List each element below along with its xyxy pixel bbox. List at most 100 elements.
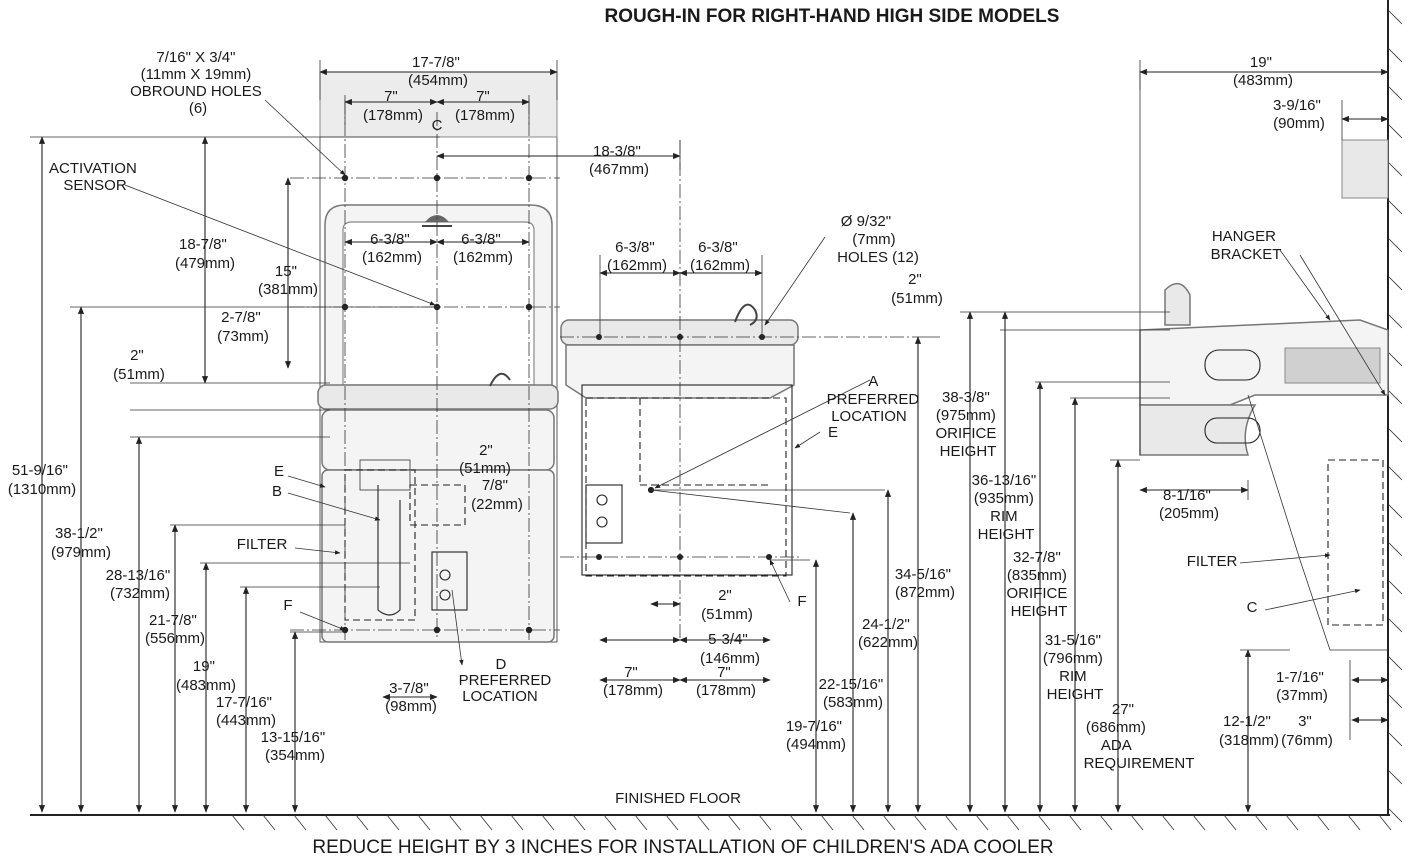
hole-mark xyxy=(525,174,533,182)
dim-7-right: 7" (178mm) xyxy=(455,88,515,124)
floor-hatch-mark xyxy=(1285,814,1299,831)
wall-hatch-mark xyxy=(1387,275,1403,291)
dim-6-3-8-front-left: 6-3/8" (162mm) xyxy=(362,231,422,266)
floor-hatch-mark xyxy=(479,814,493,831)
wall-hatch-mark xyxy=(1387,617,1403,633)
callout-e-front: E xyxy=(274,463,284,480)
floor-hatch-mark xyxy=(355,814,369,831)
hole-mark xyxy=(677,554,683,560)
leader-line xyxy=(124,184,436,306)
hole-mark xyxy=(433,626,441,634)
front-view-unit xyxy=(317,71,559,643)
floor-hatch-mark xyxy=(1223,814,1237,831)
wall xyxy=(1387,0,1403,823)
floor-hatch-mark xyxy=(665,814,679,831)
wall-hatch-mark xyxy=(1387,237,1403,253)
center-view-bracket xyxy=(560,140,920,640)
wall-hatch-mark xyxy=(1387,389,1403,405)
hole-mark xyxy=(433,174,441,182)
floor-hatch-mark xyxy=(1099,814,1113,831)
dim-17-7-8: 17-7/8" (454mm) xyxy=(408,54,468,89)
leader-line xyxy=(1264,588,1361,611)
rim-height-31: 31-5/16" (796mm) RIM HEIGHT xyxy=(1043,632,1107,703)
dim-19-front: 19" (483mm) xyxy=(176,658,236,694)
dim-2-7-8: 2-7/8" (73mm) xyxy=(217,309,269,345)
orifice-height-38: 38-3/8" (975mm) ORIFICE HEIGHT xyxy=(935,389,1000,460)
activation-sensor-label: ACTIVATION SENSOR xyxy=(49,160,141,194)
leader-lines xyxy=(124,99,1386,666)
dim-7-center-left: 7" (178mm) xyxy=(603,664,663,699)
dim-2-center-top: 2" (51mm) xyxy=(891,271,943,307)
wall-hatch-mark xyxy=(1387,541,1403,557)
wall-hatch-mark xyxy=(1387,161,1403,177)
leader-line xyxy=(287,475,326,488)
drawing-title: ROUGH-IN FOR RIGHT-HAND HIGH SIDE MODELS xyxy=(605,6,1060,27)
dim-3-9-16: 3-9/16" (90mm) xyxy=(1273,97,1325,132)
callout-b: B xyxy=(272,483,282,500)
side-view-labels: 38-3/8" (975mm) ORIFICE HEIGHT 36-13/16"… xyxy=(935,54,1332,772)
side-view-unit xyxy=(1139,70,1389,651)
floor-hatch-mark xyxy=(324,814,338,831)
floor-hatch-mark xyxy=(1130,814,1144,831)
hole-mark xyxy=(677,334,683,340)
dim-3-7-8: 3-7/8" (98mm) xyxy=(385,680,437,715)
floor-hatch-mark xyxy=(1161,814,1175,831)
floor-hatch-mark xyxy=(913,814,927,831)
floor-hatch-mark xyxy=(386,814,400,831)
dim-3: 3" (76mm) xyxy=(1281,713,1333,749)
floor-hatch-mark xyxy=(231,814,245,831)
floor-hatch-mark xyxy=(696,814,710,831)
wall-hatch-mark xyxy=(1387,807,1403,823)
front-view-labels: 7/16" X 3/4" (11mm X 19mm) OBROUND HOLES… xyxy=(8,49,649,764)
dim-2-front: 2" (51mm) xyxy=(113,347,165,383)
leader-line xyxy=(794,431,821,449)
dim-13-15-16: 13-15/16" (354mm) xyxy=(261,729,330,764)
dimension-lines xyxy=(30,60,1389,813)
floor-hatch-mark xyxy=(541,814,555,831)
floor-hatch-mark xyxy=(975,814,989,831)
dim-51-9-16: 51-9/16" (1310mm) xyxy=(8,462,76,498)
filter-label-front: FILTER xyxy=(237,536,288,553)
dim-18-3-8: 18-3/8" (467mm) xyxy=(589,143,649,178)
wall-hatch-mark xyxy=(1387,351,1403,367)
wall-hatch-mark xyxy=(1387,731,1403,747)
wall-hatch-mark xyxy=(1387,693,1403,709)
wall-hatch-mark xyxy=(1387,199,1403,215)
leader-line xyxy=(1299,254,1386,396)
rim-height-36: 36-13/16" (935mm) RIM HEIGHT xyxy=(972,472,1041,543)
floor-hatch-mark xyxy=(510,814,524,831)
filter-label-side: FILTER xyxy=(1187,553,1238,570)
wall-hatch-mark xyxy=(1387,47,1403,63)
floor-hatch-mark xyxy=(882,814,896,831)
floor-hatch-mark xyxy=(603,814,617,831)
floor-hatch-mark xyxy=(1068,814,1082,831)
wall-hatch-mark xyxy=(1387,503,1403,519)
dim-6-3-8-front-right: 6-3/8" (162mm) xyxy=(453,231,513,266)
floor-hatch-mark xyxy=(417,814,431,831)
dim-5-3-4: 5-3/4" (146mm) xyxy=(700,631,760,667)
leader-line xyxy=(764,236,826,326)
hole-mark xyxy=(596,334,602,340)
wall-hatch-mark xyxy=(1387,9,1403,25)
dim-2-mid: 2" (51mm) xyxy=(459,442,511,477)
floor-hatch-mark xyxy=(851,814,865,831)
mounting-holes xyxy=(596,334,772,560)
floor-hatch-mark xyxy=(1192,814,1206,831)
dim-19-side: 19" (483mm) xyxy=(1233,54,1293,89)
hole-mark xyxy=(525,626,533,634)
dim-2-center-bottom: 2" (51mm) xyxy=(701,587,753,623)
holes-label: Ø 9/32" (7mm) HOLES (12) xyxy=(837,213,919,266)
floor-hatch-mark xyxy=(572,814,586,831)
floor-hatch-mark xyxy=(1316,814,1330,831)
wall-hatch-mark xyxy=(1387,85,1403,101)
callout-c: C xyxy=(1247,599,1258,616)
wall-hatch-mark xyxy=(1387,465,1403,481)
dim-15: 15" (381mm) xyxy=(258,263,318,298)
floor-hatch-mark xyxy=(944,814,958,831)
floor-hatch-mark xyxy=(1254,814,1268,831)
dim-12-1-2: 12-1/2" (318mm) xyxy=(1219,713,1279,749)
dim-8-1-16: 8-1/16" (205mm) xyxy=(1159,487,1219,522)
wall-hatch-mark xyxy=(1387,313,1403,329)
dim-6-3-8-center-right: 6-3/8" (162mm) xyxy=(690,239,750,274)
leader-line xyxy=(1279,249,1331,321)
